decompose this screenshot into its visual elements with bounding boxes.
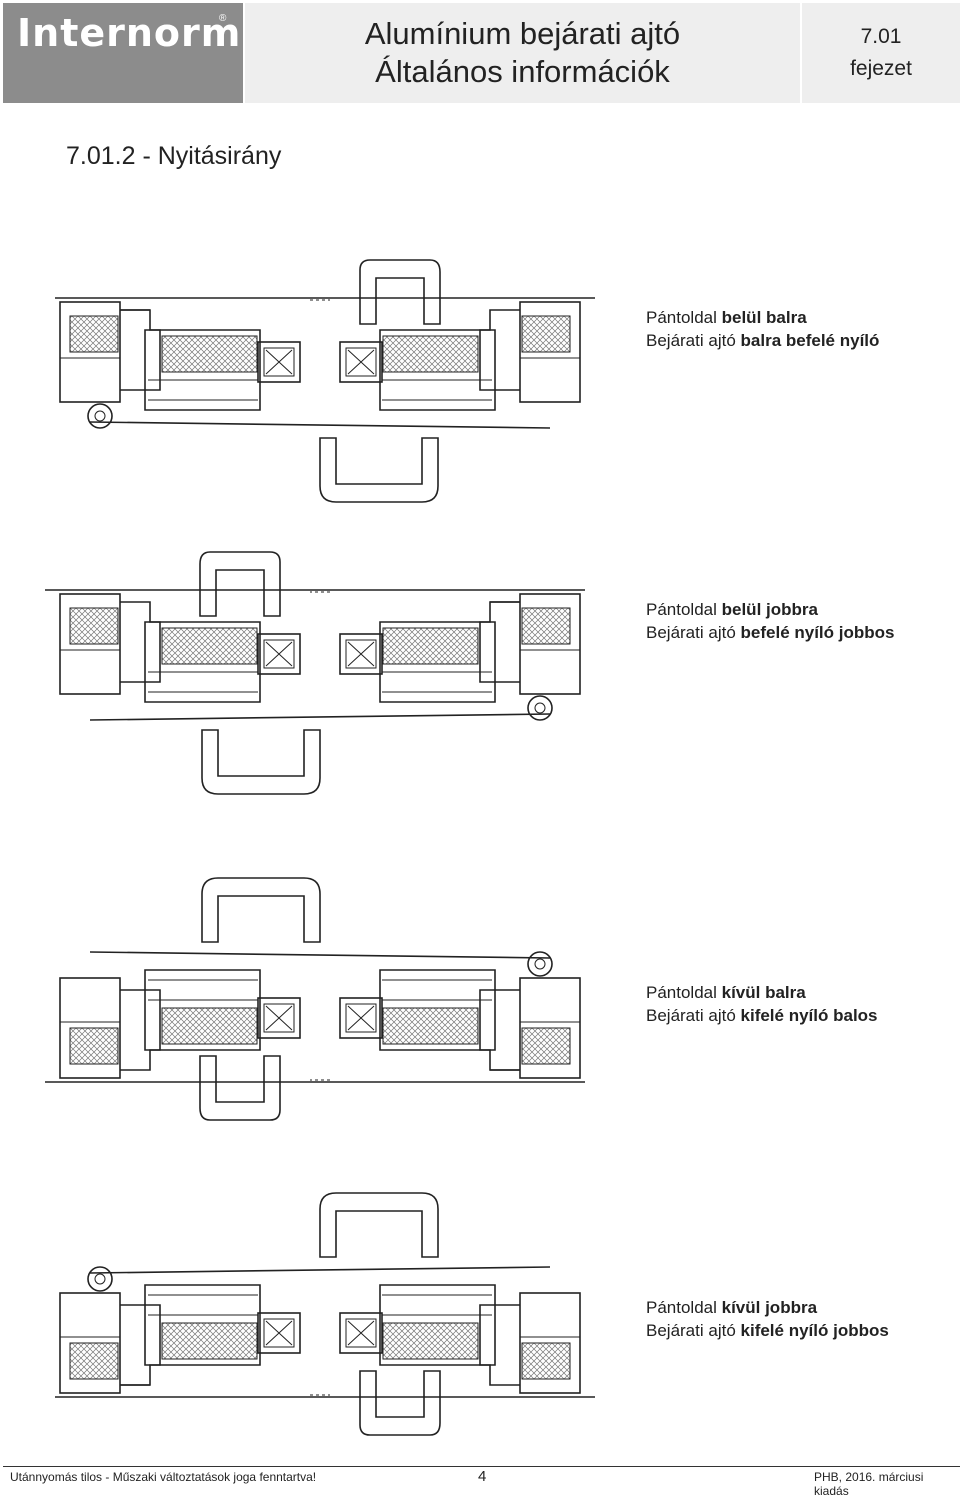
caption-4: Pántoldal kívül jobbra Bejárati ajtó kif… — [646, 1296, 889, 1342]
registered-icon: ® — [219, 13, 227, 24]
door-section-diagram-2 — [30, 542, 610, 812]
chapter-box: 7.01 fejezet — [802, 3, 960, 103]
caption-2-bold-1: belül jobbra — [721, 600, 818, 619]
footer-edition: PHB, 2016. márciusi kiadás — [814, 1470, 924, 1498]
caption-3-bold-2: kifelé nyíló balos — [740, 1006, 878, 1025]
caption-1: Pántoldal belül balra Bejárati ajtó balr… — [646, 306, 879, 352]
chapter-label: fejezet — [850, 57, 912, 80]
title-line-2: Általános információk — [375, 54, 670, 89]
caption-3-prefix-1: Pántoldal — [646, 983, 717, 1002]
caption-4-bold-1: kívül jobbra — [721, 1298, 818, 1317]
footer-copyright: Utánnyomás tilos - Műszaki változtatások… — [10, 1470, 317, 1484]
door-section-diagram-1 — [30, 250, 610, 520]
title-line-1: Alumínium bejárati ajtó — [364, 16, 681, 51]
caption-1-bold-2: balra befelé nyíló — [740, 331, 880, 350]
caption-3-bold-1: kívül balra — [721, 983, 806, 1002]
caption-2: Pántoldal belül jobbra Bejárati ajtó bef… — [646, 598, 894, 644]
caption-4-prefix-1: Pántoldal — [646, 1298, 717, 1317]
caption-3-prefix-2: Bejárati ajtó — [646, 1006, 736, 1025]
caption-2-bold-2: befelé nyíló jobbos — [740, 623, 895, 642]
caption-4-bold-2: kifelé nyíló jobbos — [740, 1321, 889, 1340]
document-title: Alumínium bejárati ajtó Általános inform… — [245, 3, 800, 103]
caption-1-prefix-2: Bejárati ajtó — [646, 331, 736, 350]
caption-1-bold-1: belül balra — [721, 308, 807, 327]
footer-divider — [3, 1466, 960, 1467]
logo: Internorm ® — [3, 3, 243, 103]
page-header: Internorm ® Alumínium bejárati ajtó Álta… — [3, 3, 960, 103]
caption-4-prefix-2: Bejárati ajtó — [646, 1321, 736, 1340]
chapter-number: 7.01 — [860, 25, 902, 48]
page-number: 4 — [478, 1468, 487, 1485]
caption-3: Pántoldal kívül balra Bejárati ajtó kife… — [646, 981, 878, 1027]
caption-1-prefix-1: Pántoldal — [646, 308, 717, 327]
door-section-diagram-4 — [30, 1175, 610, 1445]
section-title: 7.01.2 - Nyitásirány — [66, 142, 282, 170]
caption-2-prefix-2: Bejárati ajtó — [646, 623, 736, 642]
door-section-diagram-3 — [30, 860, 610, 1130]
logo-text: Internorm — [17, 11, 242, 55]
caption-2-prefix-1: Pántoldal — [646, 600, 717, 619]
